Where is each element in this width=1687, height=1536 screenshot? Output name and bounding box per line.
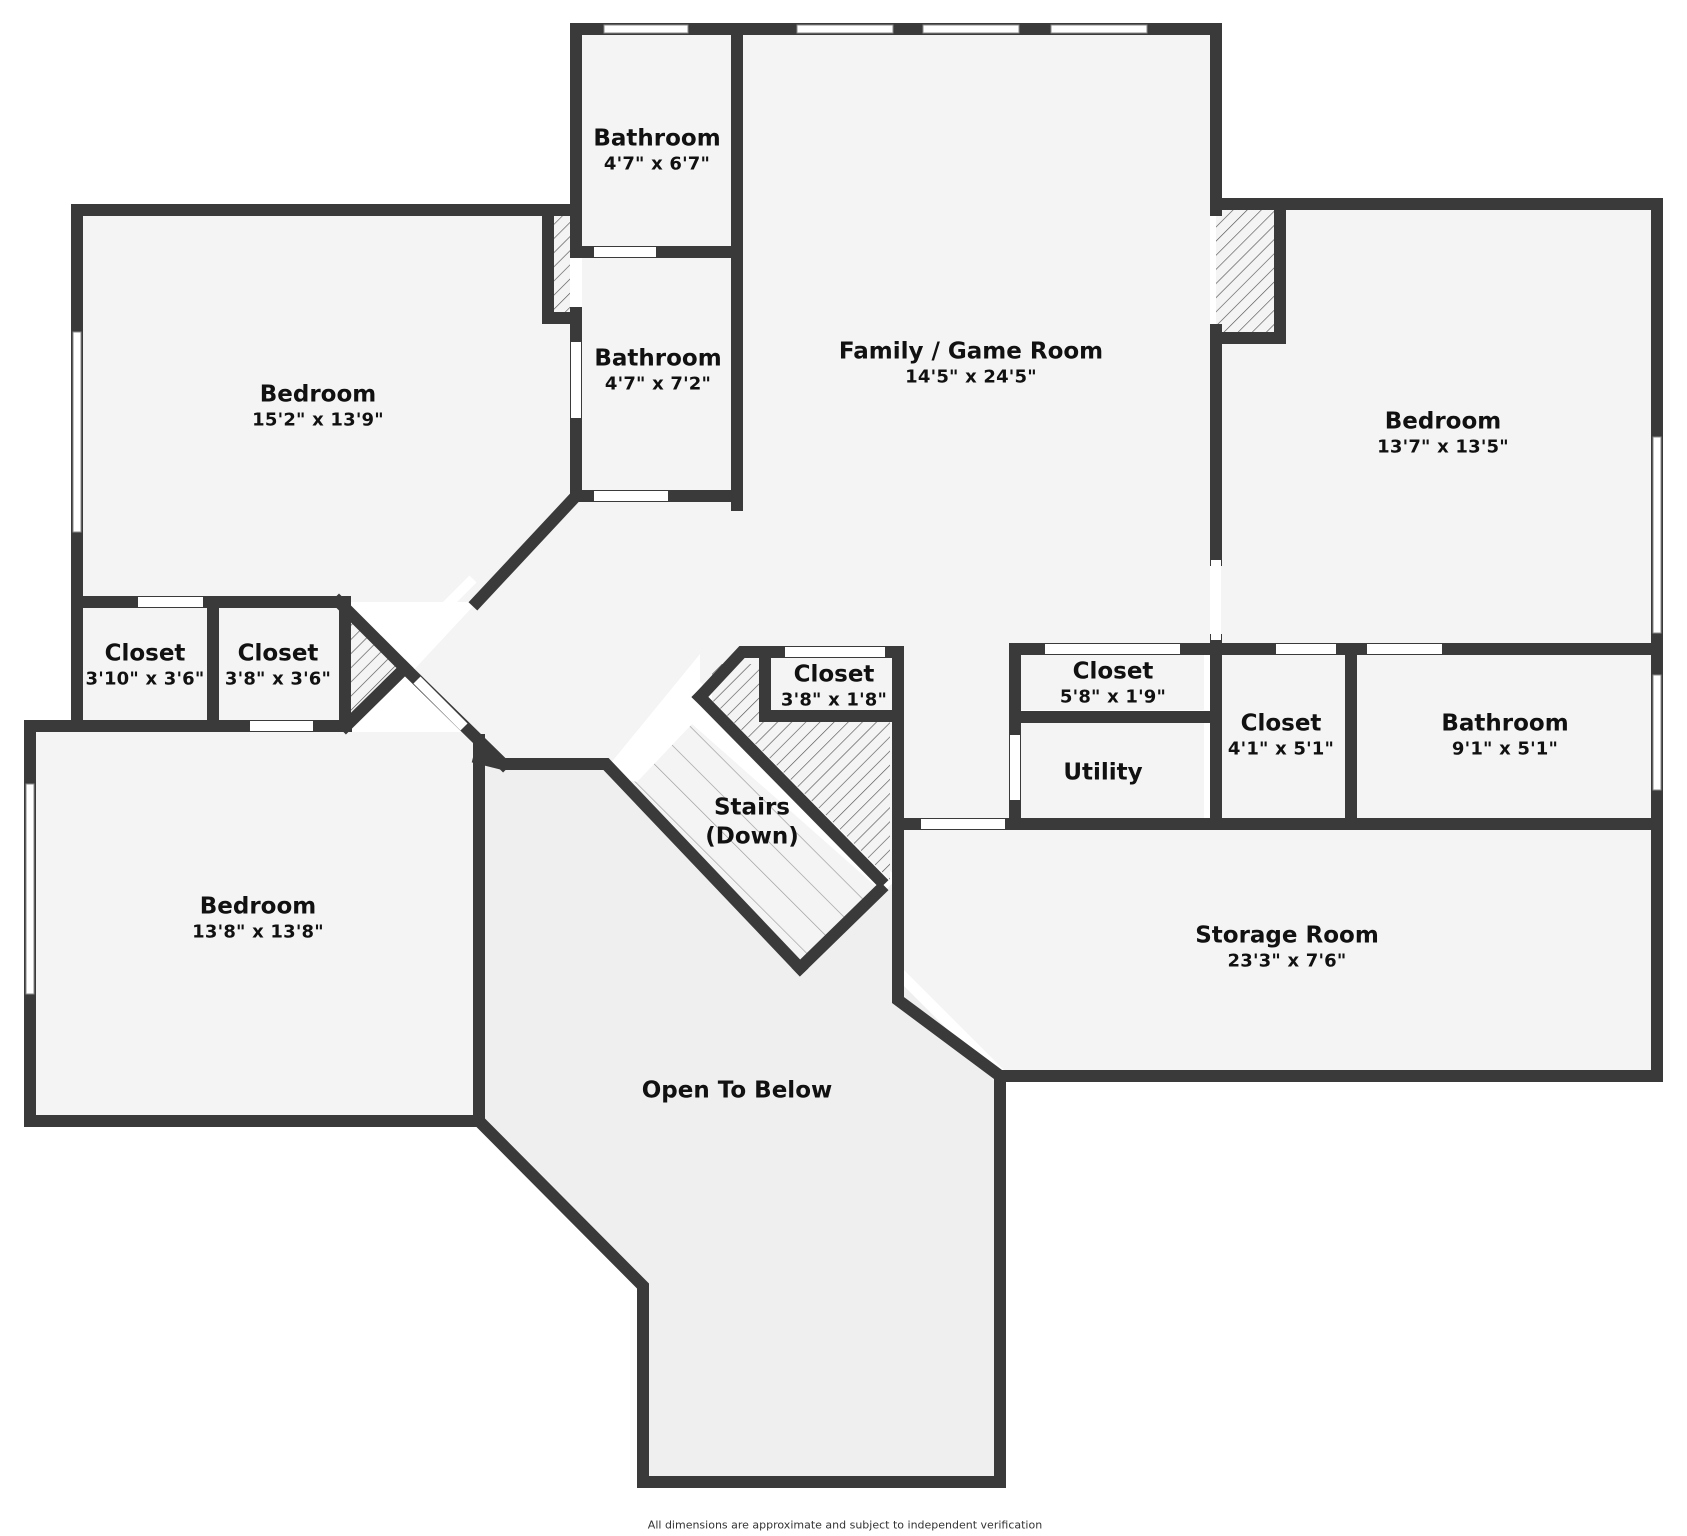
room-name: Family / Game Room [838, 338, 1104, 365]
bedroom-left-floor [83, 216, 570, 602]
room-dimensions: 4'7" x 7'2" [604, 373, 712, 395]
room-name: Bathroom [1441, 710, 1569, 737]
disclaimer-text: All dimensions are approximate and subje… [647, 1518, 1043, 1532]
room-name: Bathroom [594, 345, 722, 372]
room-label-bedroom-bottom-left: Bedroom 13'8" x 13'8" [192, 892, 324, 943]
closet-left-1-floor [83, 608, 207, 720]
room-name: Bedroom [1384, 408, 1502, 435]
window [1050, 24, 1148, 34]
bathroom-mid-floor [582, 258, 731, 496]
bedroom-bottom-left-floor [36, 732, 473, 1115]
window [25, 783, 35, 995]
storage-room-floor [904, 830, 1651, 1070]
room-label-bedroom-left: Bedroom 15'2" x 13'9" [252, 380, 384, 431]
closet-stairs-floor [771, 658, 890, 716]
room-dimensions: 4'1" x 5'1" [1227, 738, 1335, 760]
chase-hatch-left [554, 216, 570, 313]
room-dimensions: 23'3" x 7'6" [1227, 950, 1347, 972]
room-name: Bedroom [199, 893, 317, 920]
room-dimensions: 15'2" x 13'9" [252, 409, 384, 431]
window [922, 24, 1020, 34]
utility-floor [1021, 723, 1204, 818]
room-name: Closet [793, 661, 875, 688]
room-name: Closet [1072, 658, 1154, 685]
room-dimensions: 5'8" x 1'9" [1059, 686, 1167, 708]
room-label-bedroom-right: Bedroom 13'7" x 13'5" [1377, 407, 1509, 458]
stair-treads [612, 724, 880, 962]
closet-left-2-floor [219, 608, 339, 720]
room-label-stairs: Stairs (Down) [705, 793, 799, 851]
room-dimensions: 4'7" x 6'7" [603, 153, 711, 175]
room-name: Closet [104, 640, 186, 667]
room-dimensions: 9'1" x 5'1" [1451, 738, 1559, 760]
room-name: Bedroom [259, 381, 377, 408]
bathroom-right-floor [1357, 655, 1651, 818]
stair-side-hatch [712, 664, 890, 880]
window [603, 24, 689, 34]
room-label-bathroom-mid: Bathroom 4'7" x 7'2" [594, 344, 721, 395]
room-name: Closet [237, 640, 319, 667]
open-to-below-floor [485, 764, 1000, 1476]
bathroom-top-floor [582, 35, 731, 252]
room-name: Storage Room [1195, 922, 1379, 949]
room-label-closet-left-2: Closet 3'8" x 3'6" [225, 639, 331, 690]
room-label-storage-room: Storage Room 23'3" x 7'6" [1195, 921, 1379, 972]
room-dimensions: 3'8" x 3'6" [224, 668, 332, 690]
window [1652, 436, 1662, 634]
room-label-closet-stairs: Closet 3'8" x 1'8" [781, 660, 887, 711]
windows [25, 24, 1662, 995]
hatched-areas [351, 210, 1280, 962]
room-label-family-game-room: Family / Game Room 14'5" x 24'5" [839, 337, 1103, 388]
bedroom-right-floor [1216, 210, 1651, 648]
room-dimensions: 13'8" x 13'8" [192, 921, 324, 943]
room-name: Open To Below [641, 1077, 833, 1104]
room-name: Bathroom [593, 125, 721, 152]
room-label-closet-utility: Closet 5'8" x 1'9" [1060, 657, 1166, 708]
closet-utility-floor [1021, 653, 1204, 710]
window [1652, 674, 1662, 791]
room-label-closet-right: Closet 4'1" x 5'1" [1228, 709, 1334, 760]
room-name: Closet [1240, 710, 1322, 737]
chase-hatch-right [1216, 210, 1280, 332]
room-label-bathroom-right: Bathroom 9'1" x 5'1" [1441, 709, 1568, 760]
window [796, 24, 894, 34]
closet-corner-hatch [351, 614, 400, 716]
window [72, 331, 82, 533]
room-label-open-to-below: Open To Below [642, 1077, 833, 1106]
room-dimensions: 3'10" x 3'6" [85, 668, 205, 690]
room-dimensions: 14'5" x 24'5" [905, 366, 1037, 388]
room-label-closet-left-1: Closet 3'10" x 3'6" [86, 639, 205, 690]
room-label-utility: Utility [1063, 759, 1142, 788]
room-name: Utility [1063, 759, 1143, 786]
room-name: Stairs [713, 794, 790, 821]
door-openings [138, 247, 1442, 829]
closet-right-floor [1222, 655, 1345, 818]
room-direction: (Down) [705, 823, 799, 849]
room-dimensions: 3'8" x 1'8" [780, 689, 888, 711]
room-label-bathroom-top: Bathroom 4'7" x 6'7" [593, 124, 720, 175]
room-dimensions: 13'7" x 13'5" [1377, 436, 1509, 458]
